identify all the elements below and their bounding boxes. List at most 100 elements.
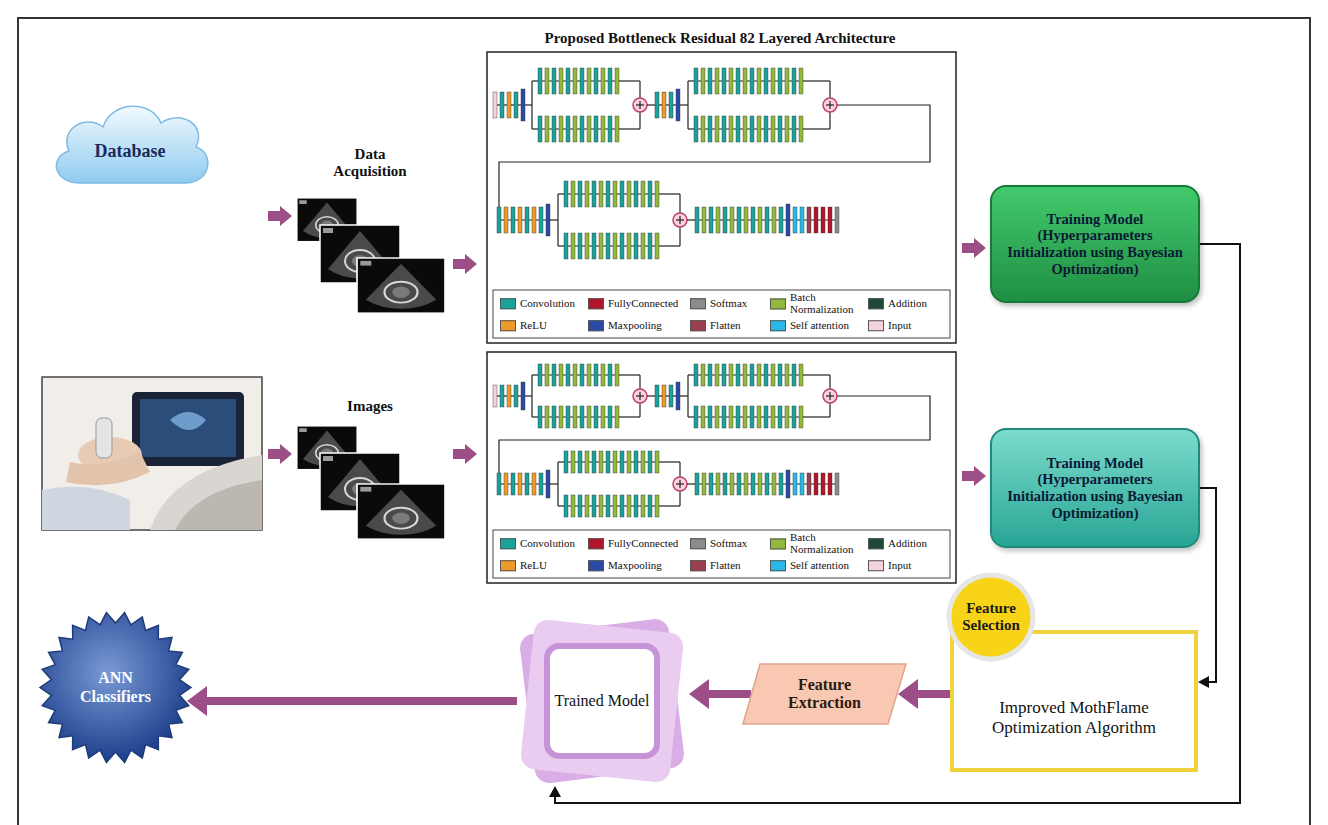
legend-swatch — [690, 538, 706, 549]
layer-bar — [722, 68, 726, 94]
layer-bar — [504, 473, 508, 495]
legend-text: Batch Normalization — [790, 292, 856, 315]
layer-link — [803, 374, 830, 375]
layer-bar — [552, 68, 556, 94]
layer-bar — [587, 364, 591, 386]
layer-bar — [730, 473, 734, 495]
legend-item: FullyConnected — [588, 538, 674, 550]
layer-bar — [676, 89, 680, 121]
legend-swatch — [770, 539, 786, 550]
layer-link — [619, 128, 640, 129]
layer-bar — [764, 364, 768, 386]
layer-bar — [778, 406, 782, 428]
layer-bar — [511, 473, 515, 495]
legend-item: Convolution — [500, 538, 575, 550]
layer-bar — [497, 207, 501, 233]
layer-bar — [764, 68, 768, 94]
layer-bar — [835, 473, 839, 495]
layer-bar — [655, 495, 659, 517]
legend-swatch — [868, 560, 884, 571]
legend-item: Input — [868, 560, 911, 572]
connector — [705, 690, 751, 698]
layer-bar — [585, 451, 589, 473]
legend-swatch — [770, 320, 786, 331]
layer-bar — [518, 207, 522, 233]
layer-link — [803, 128, 830, 129]
layer-bar — [538, 68, 542, 94]
layer-bar — [504, 207, 508, 233]
layer-bar — [634, 495, 638, 517]
layer-bar — [702, 473, 706, 495]
layer-bar — [594, 116, 598, 142]
layer-bar — [620, 451, 624, 473]
legend-swatch — [500, 320, 516, 331]
layer-bar — [511, 207, 515, 233]
layer-bar — [566, 364, 570, 386]
layer-link — [639, 112, 640, 129]
layer-bar — [757, 364, 761, 386]
layer-bar — [615, 364, 619, 386]
layer-bar — [578, 495, 582, 517]
layer-bar — [835, 207, 839, 233]
legend-swatch — [690, 560, 706, 571]
layer-link — [525, 395, 532, 396]
layer-bar — [750, 116, 754, 142]
layer-bar — [552, 116, 556, 142]
layer-bar — [559, 364, 563, 386]
layer-bar — [546, 470, 550, 498]
layer-link — [619, 80, 640, 81]
layer-bar — [765, 207, 769, 233]
node-text: Feature Selection — [956, 600, 1026, 635]
legend-swatch — [868, 320, 884, 331]
layer-bar — [778, 68, 782, 94]
layer-bar — [566, 116, 570, 142]
layer-bar — [821, 207, 825, 233]
layer-bar — [580, 116, 584, 142]
layer-link — [829, 392, 830, 400]
legend-item: Addition — [868, 298, 927, 310]
layer-bar — [793, 473, 797, 495]
layer-link — [687, 483, 695, 484]
layer-bar — [608, 68, 612, 94]
layer-bar — [744, 473, 748, 495]
layer-bar — [694, 406, 698, 428]
layer-link — [803, 416, 830, 417]
layer-bar — [792, 364, 796, 386]
legend-item: Softmax — [690, 298, 747, 310]
layer-bar — [828, 473, 832, 495]
layer-bar — [715, 364, 719, 386]
legend-text: Input — [888, 560, 911, 572]
layer-bar — [736, 364, 740, 386]
layer-bar — [580, 364, 584, 386]
legend-swatch — [770, 560, 786, 571]
legend-text: Self attention — [790, 560, 849, 572]
layer-link — [639, 403, 640, 417]
layer-link — [531, 375, 532, 417]
layer-bar — [594, 406, 598, 428]
layer-bar — [764, 406, 768, 428]
connector — [203, 697, 517, 705]
layer-bar — [601, 364, 605, 386]
layer-bar — [729, 406, 733, 428]
layer-link — [532, 374, 538, 375]
layer-bar — [594, 68, 598, 94]
layer-bar — [627, 233, 631, 259]
layer-bar — [627, 451, 631, 473]
layer-bar — [545, 116, 549, 142]
layer-bar — [758, 473, 762, 495]
layer-link — [829, 375, 830, 389]
layer-link — [499, 396, 930, 473]
block-arrow — [268, 206, 292, 226]
layer-bar — [786, 204, 790, 236]
layer-link — [647, 395, 655, 396]
layer-bar — [729, 68, 733, 94]
layer-bar — [807, 207, 811, 233]
legend-item: ReLU — [500, 320, 547, 332]
layer-bar — [545, 68, 549, 94]
parallelogram-shape — [743, 664, 906, 724]
layer-bar — [573, 406, 577, 428]
legend-item: Input — [868, 320, 911, 332]
layer-bar — [722, 116, 726, 142]
layer-bar — [559, 406, 563, 428]
